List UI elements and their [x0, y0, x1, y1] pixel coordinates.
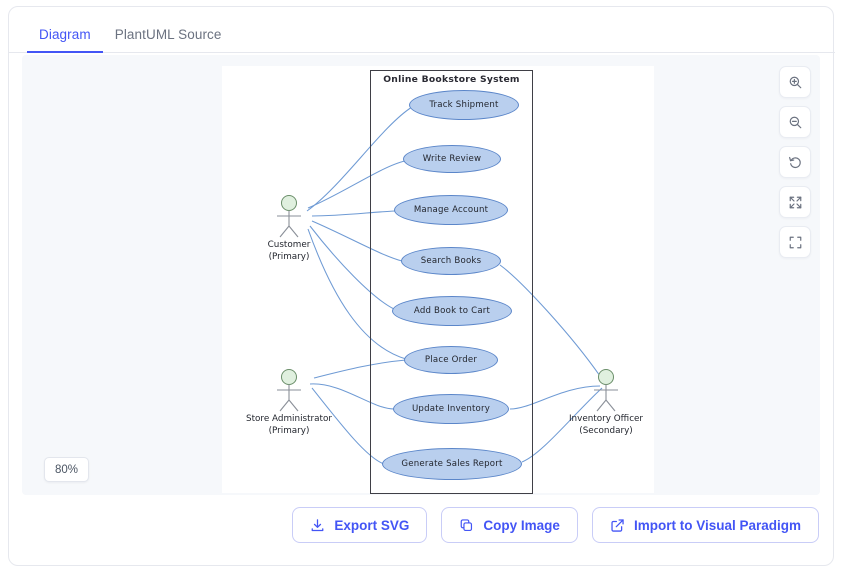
use-case-generate-sales-report[interactable]: Generate Sales Report — [382, 448, 522, 480]
fullscreen-icon — [789, 236, 801, 248]
import-label: Import to Visual Paradigm — [633, 517, 801, 533]
diagram-viewer-card: Diagram PlantUML Source — [8, 6, 835, 566]
zoom-out-icon — [789, 116, 801, 128]
fullscreen-button[interactable] — [779, 226, 811, 258]
zoom-in-icon — [789, 76, 801, 88]
actor-stick-figure-icon — [594, 369, 618, 412]
diagram-plate: Online Bookstore System Track Shipment W… — [222, 66, 654, 494]
use-case-update-inventory[interactable]: Update Inventory — [393, 394, 509, 424]
actor-store-administrator-label: Store Administrator (Primary) — [245, 414, 333, 436]
use-case-place-order[interactable]: Place Order — [404, 346, 498, 374]
zoom-level-badge: 80% — [44, 457, 90, 482]
action-button-group: Export SVG Copy Image Import to Visual P… — [292, 507, 819, 543]
expand-arrows-icon — [789, 196, 801, 208]
system-boundary-box — [370, 70, 533, 494]
reset-view-button[interactable] — [779, 146, 811, 178]
actor-customer-label: Customer (Primary) — [267, 240, 311, 262]
actor-store-administrator[interactable]: Store Administrator (Primary) — [246, 368, 332, 438]
use-case-manage-account[interactable]: Manage Account — [394, 195, 508, 225]
system-boundary-title: Online Bookstore System — [383, 74, 520, 85]
tab-bar: Diagram PlantUML Source — [9, 7, 835, 53]
use-case-add-book-to-cart[interactable]: Add Book to Cart — [392, 296, 512, 326]
uml-use-case-diagram: Online Bookstore System Track Shipment W… — [222, 66, 654, 494]
actor-inventory-officer[interactable]: Inventory Officer (Secondary) — [569, 368, 643, 438]
actor-customer[interactable]: Customer (Primary) — [267, 194, 311, 264]
tab-plantuml-source[interactable]: PlantUML Source — [114, 26, 222, 42]
export-svg-button[interactable]: Export SVG — [292, 507, 428, 543]
fit-screen-button[interactable] — [779, 186, 811, 218]
zoom-in-button[interactable] — [779, 66, 811, 98]
copy-image-label: Copy Image — [483, 517, 560, 533]
use-case-track-shipment[interactable]: Track Shipment — [409, 90, 519, 120]
copy-icon — [461, 518, 473, 531]
actor-inventory-officer-label: Inventory Officer (Secondary) — [568, 414, 644, 436]
use-case-write-review[interactable]: Write Review — [403, 145, 501, 173]
download-icon — [312, 518, 324, 531]
external-link-icon — [611, 518, 624, 532]
view-toolbar — [779, 66, 811, 258]
zoom-out-button[interactable] — [779, 106, 811, 138]
reset-rotate-icon — [788, 156, 801, 168]
actor-stick-figure-icon — [277, 195, 301, 238]
copy-image-button[interactable]: Copy Image — [441, 507, 578, 543]
actor-stick-figure-icon — [277, 369, 301, 412]
use-case-search-books[interactable]: Search Books — [401, 247, 501, 275]
import-to-visual-paradigm-button[interactable]: Import to Visual Paradigm — [591, 507, 819, 543]
diagram-canvas[interactable]: Online Bookstore System Track Shipment W… — [22, 55, 820, 495]
export-svg-label: Export SVG — [334, 517, 410, 533]
tab-diagram[interactable]: Diagram — [27, 27, 103, 53]
association-lines — [306, 106, 603, 465]
